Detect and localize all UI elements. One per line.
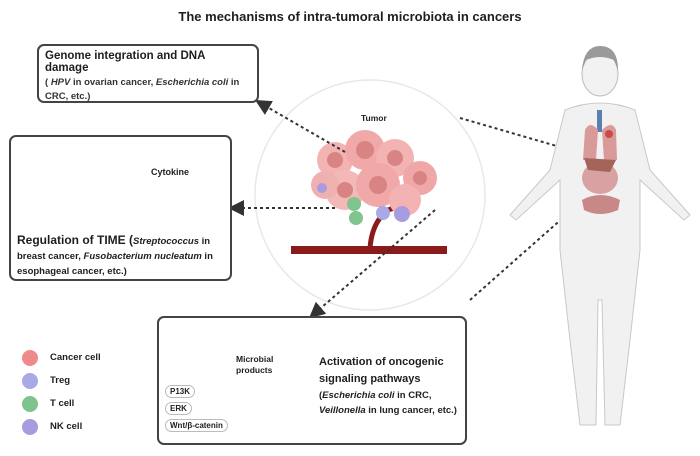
blood-vessel bbox=[291, 246, 447, 254]
genome-integration-box: Genome integration and DNA damage ( HPV … bbox=[37, 44, 259, 103]
figure-title: The mechanisms of intra-tumoral microbio… bbox=[178, 9, 522, 24]
t-cell bbox=[349, 211, 363, 225]
pathway-wnt: Wnt/β-catenin bbox=[165, 419, 228, 432]
cancer-cell-icon bbox=[22, 349, 38, 366]
nk-cell-icon bbox=[22, 418, 38, 435]
legend-item-nk-cell: NK cell bbox=[22, 415, 101, 438]
genome-description: ( HPV in ovarian cancer, Escherichia col… bbox=[45, 77, 240, 102]
time-description: Regulation of TIME (Streptococcus in bre… bbox=[17, 233, 213, 277]
treg-icon bbox=[22, 372, 38, 389]
legend-item-cancer-cell: Cancer cell bbox=[22, 346, 101, 369]
t-cell-icon bbox=[22, 395, 38, 412]
legend-item-t-cell: T cell bbox=[22, 392, 101, 415]
time-regulation-box: Cytokine Regulation of TIME (Streptococc… bbox=[9, 135, 232, 281]
nk-cell bbox=[394, 206, 410, 222]
line-to-body-2 bbox=[469, 177, 609, 301]
arrow-to-signaling bbox=[308, 209, 436, 319]
legend: Cancer cell Treg T cell NK cell bbox=[22, 346, 101, 438]
legend-item-treg: Treg bbox=[22, 369, 101, 392]
pathway-pi3k: P13K bbox=[165, 385, 196, 398]
line-to-body-1 bbox=[459, 117, 606, 161]
cytokine-label: Cytokine bbox=[151, 167, 190, 177]
pathway-erk: ERK bbox=[165, 402, 192, 415]
human-body-figure bbox=[509, 46, 691, 426]
tumor-label: Tumor bbox=[361, 113, 387, 123]
tumor-mass bbox=[311, 130, 437, 216]
treg-cell bbox=[376, 206, 390, 220]
arrow-to-genome bbox=[255, 99, 346, 153]
signaling-description: Activation of oncogenic signaling pathwa… bbox=[319, 356, 457, 416]
genome-heading: Genome integration and DNA damage bbox=[45, 50, 205, 74]
tumor-circle bbox=[254, 79, 486, 311]
t-cell bbox=[347, 197, 361, 211]
nk-cell bbox=[317, 183, 327, 193]
